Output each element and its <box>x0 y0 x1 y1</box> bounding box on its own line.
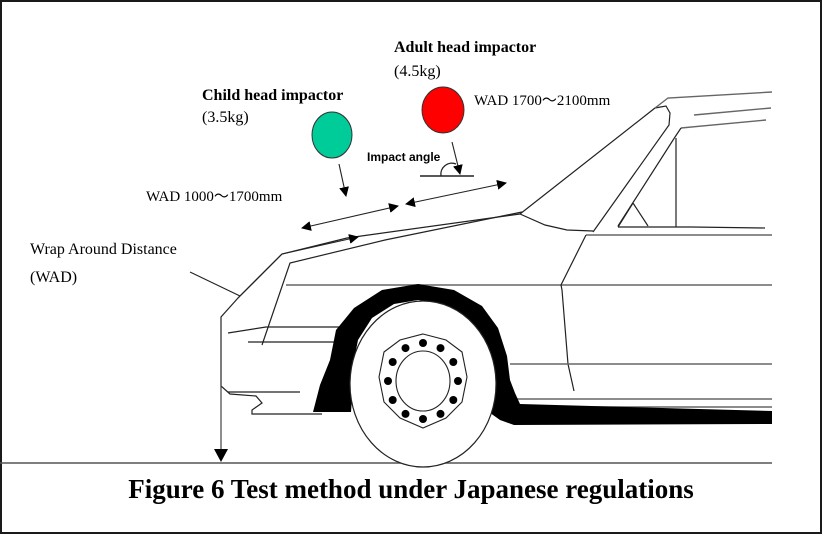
car-outline <box>214 91 773 462</box>
adult-head-impactor <box>421 86 465 134</box>
child-wad-range-arrow <box>301 203 399 231</box>
child-impact-trajectory-arrow <box>338 163 349 197</box>
child-impactor-title: Child head impactor <box>202 87 343 104</box>
child-head-impactor <box>311 111 353 159</box>
wad-label-line1: Wrap Around Distance <box>30 241 177 258</box>
wheel-lug-nuts <box>384 339 462 423</box>
wad-label-line2: (WAD) <box>30 269 77 286</box>
wad-hood-arrow <box>281 234 359 255</box>
adult-wad-range-label: WAD 1700〜2100mm <box>474 93 611 109</box>
wad-leader-line <box>189 271 241 297</box>
lug-nut <box>419 415 427 423</box>
child-wad-range-label: WAD 1000〜1700mm <box>146 189 283 205</box>
adult-wad-range-arrow <box>405 179 507 208</box>
impact-angle-arc <box>440 162 457 177</box>
adult-impactor-title: Adult head impactor <box>394 39 536 56</box>
adult-impact-trajectory-arrow <box>451 141 463 175</box>
lug-nut <box>436 344 445 353</box>
lug-nut <box>388 396 397 404</box>
lug-nut <box>449 358 458 366</box>
lug-nut <box>449 396 458 404</box>
wad-ground-arrowhead <box>214 449 228 462</box>
lug-nut <box>401 409 410 418</box>
figure-caption: Figure 6 Test method under Japanese regu… <box>128 474 694 504</box>
lug-nut <box>401 344 410 353</box>
lug-nut <box>419 339 427 347</box>
lug-nut <box>388 358 397 366</box>
lug-nut <box>384 377 392 385</box>
front-wheel <box>349 300 497 468</box>
lug-nut <box>436 409 445 418</box>
adult-impactor-mass: (4.5kg) <box>394 63 441 80</box>
child-impactor-mass: (3.5kg) <box>202 109 249 126</box>
impact-angle-label: Impact angle <box>367 150 441 164</box>
lug-nut <box>454 377 462 385</box>
wheel-arch <box>313 284 772 425</box>
